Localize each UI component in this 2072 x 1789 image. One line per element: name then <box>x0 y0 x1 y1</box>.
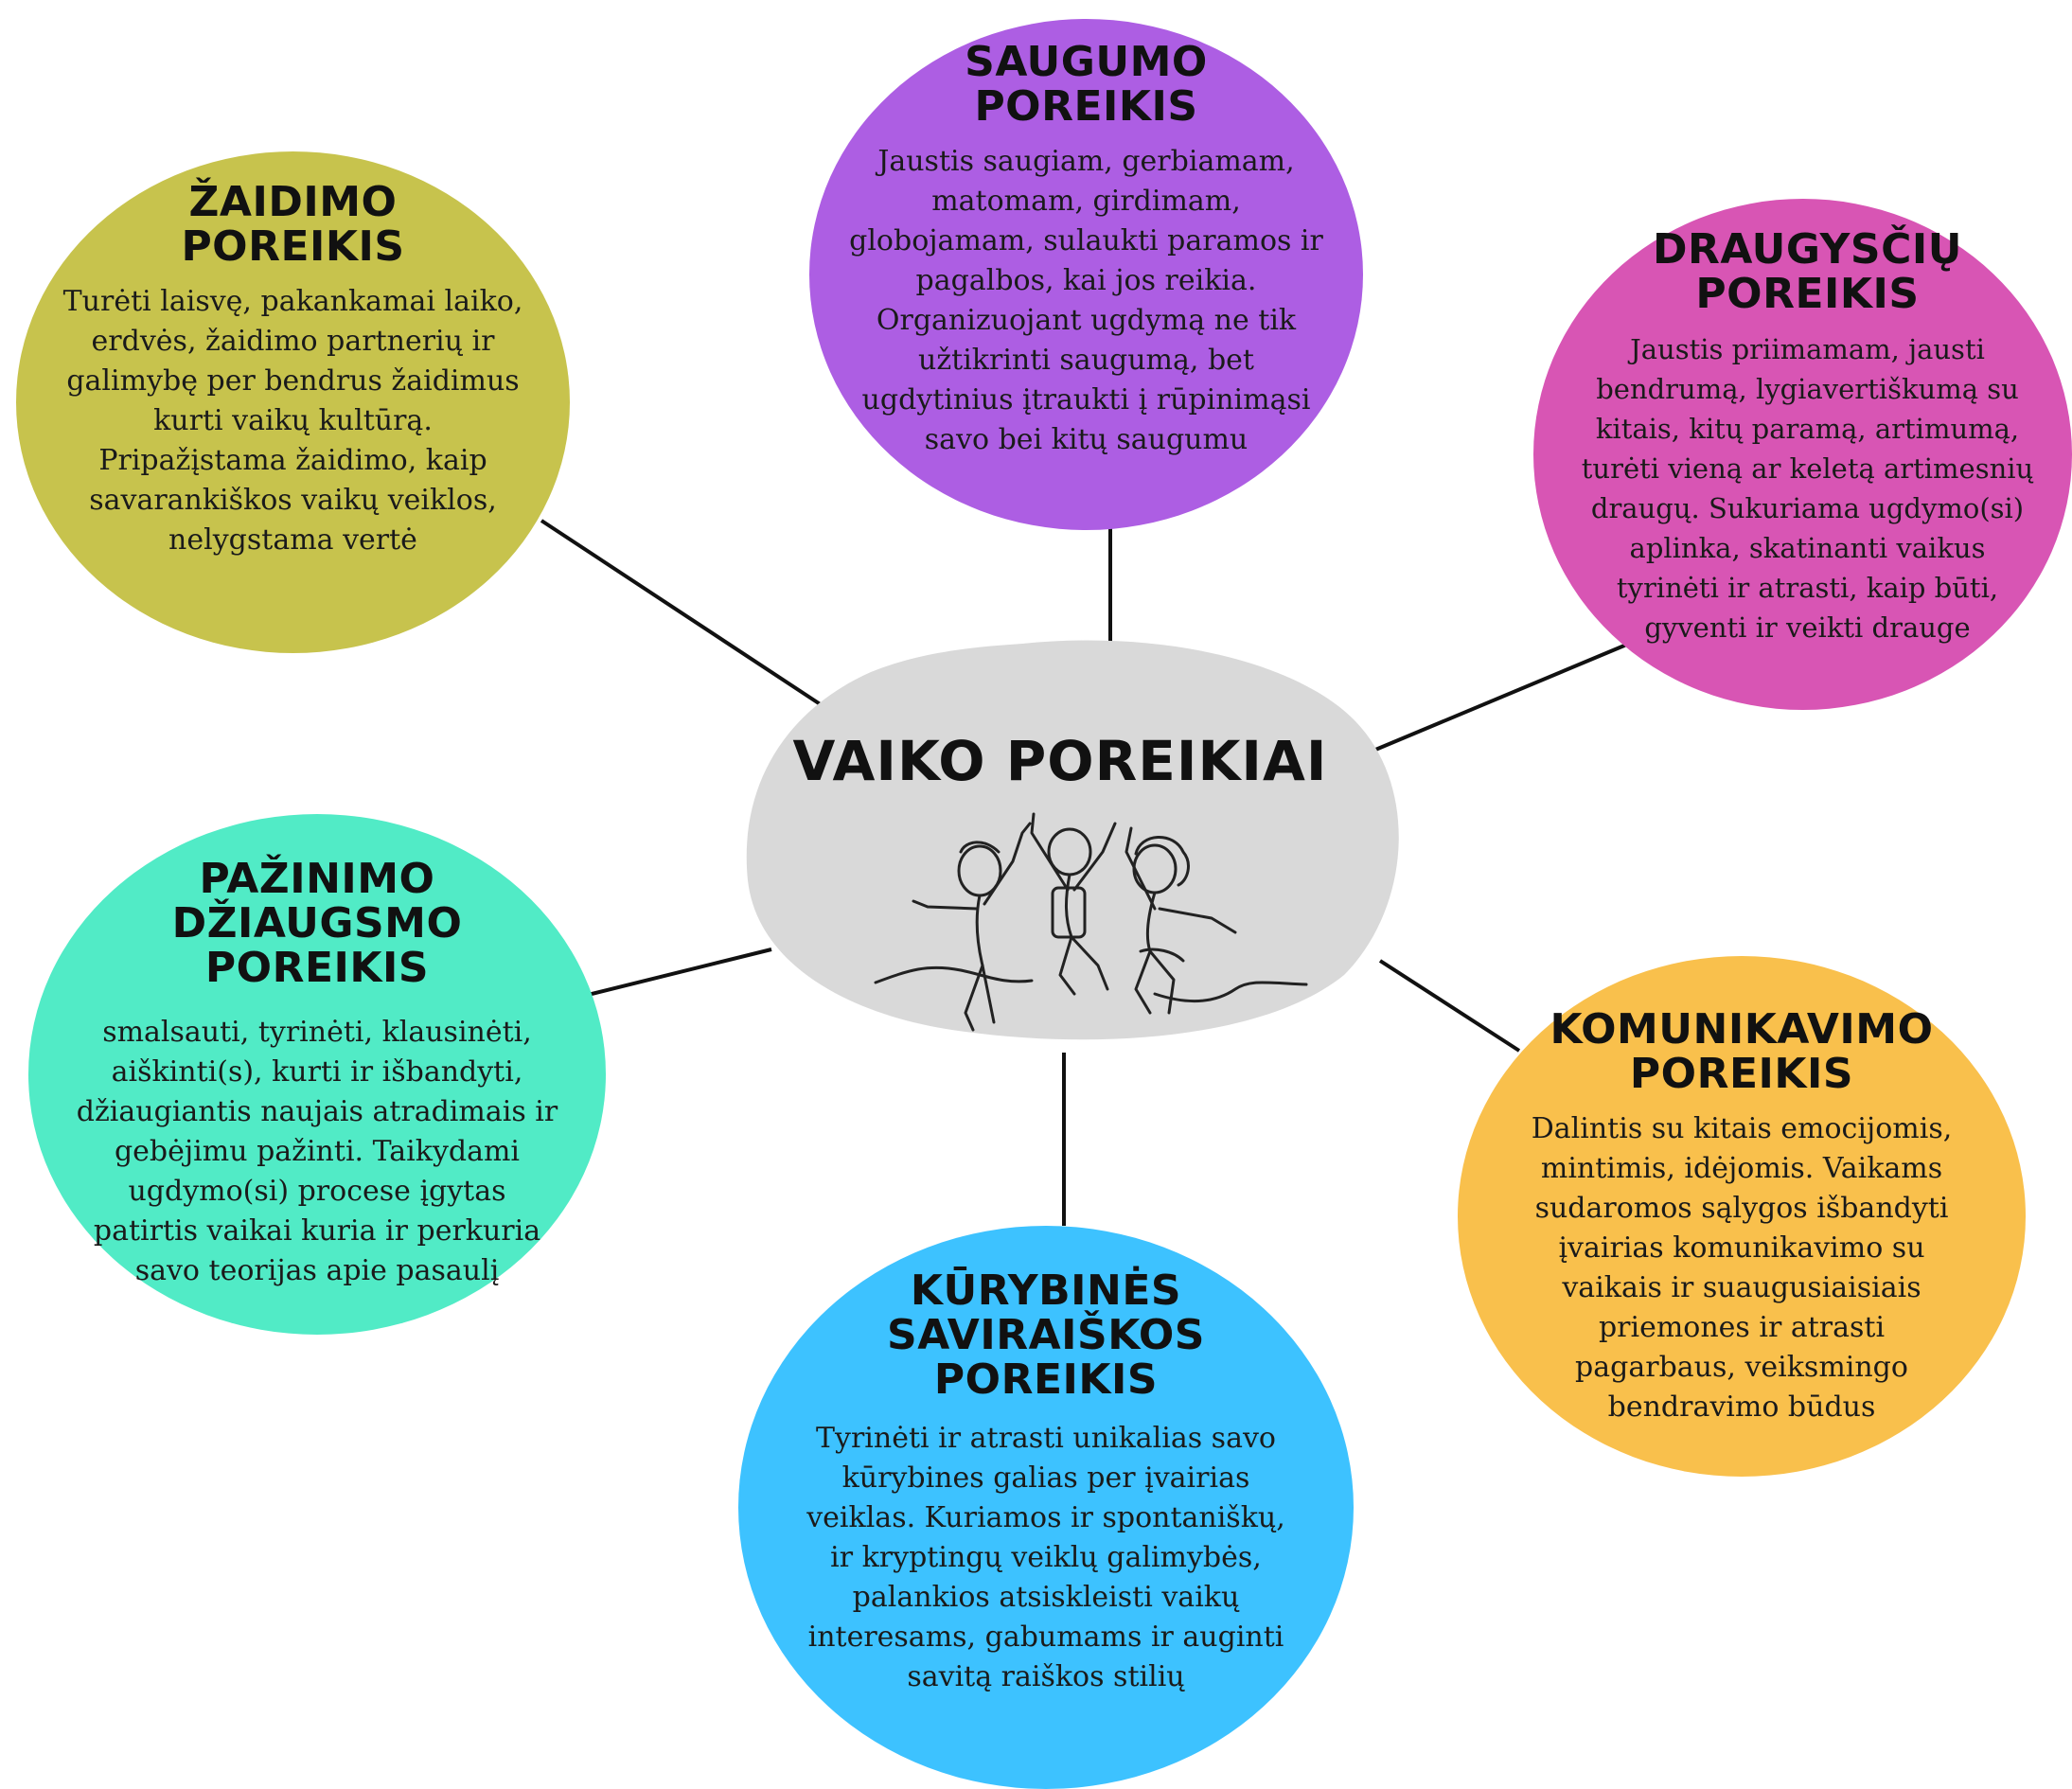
node-zaidimo: ŽAIDIMO POREIKIS Turėti laisvę, pakankam… <box>16 151 570 653</box>
text-line: kitais, kitų paramą, artimumą, <box>1595 413 2020 445</box>
node-saugumo-text: Jaustis saugiam, gerbiamam, matomam, gir… <box>849 142 1323 460</box>
text-line: galimybę per bendrus žaidimus <box>66 364 520 398</box>
title-line: KOMUNIKAVIMO <box>1550 1005 1934 1054</box>
text-line: ugdymo(si) procese įgytas <box>128 1175 506 1208</box>
text-line: Tyrinėti ir atrasti unikalias savo <box>816 1422 1276 1455</box>
text-line: kurti vaikų kultūrą. <box>153 404 433 437</box>
text-line: Turėti laisvę, pakankamai laiko, <box>62 285 523 318</box>
title-line: POREIKIS <box>1629 1050 1854 1098</box>
text-line: kūrybines galias per įvairias <box>841 1461 1250 1495</box>
title-line: KŪRYBINĖS <box>910 1266 1182 1315</box>
text-line: savarankiškos vaikų veiklos, <box>89 484 497 517</box>
text-line: savo teorijas apie pasaulį <box>134 1254 500 1287</box>
connector-pazinimo <box>583 948 772 998</box>
title-line: POREIKIS <box>181 222 405 271</box>
node-kurybines: KŪRYBINĖS SAVIRAIŠKOS POREIKIS Tyrinėti … <box>738 1226 1354 1789</box>
node-zaidimo-text: Turėti laisvę, pakankamai laiko, erdvės,… <box>63 282 523 560</box>
node-kurybines-text: Tyrinėti ir atrasti unikalias savo kūryb… <box>806 1419 1285 1697</box>
children-jumping-illustration <box>874 812 1308 1032</box>
text-line: patirtis vaikai kuria ir perkuria <box>93 1214 541 1248</box>
text-line: palankios atsiskleisti vaikų <box>852 1581 1240 1614</box>
text-line: globojamam, sulaukti paramos ir <box>849 224 1323 257</box>
text-line: sudaromos sąlygos išbandyti <box>1534 1192 1949 1225</box>
title-line: PAŽINIMO <box>199 855 435 903</box>
text-line: ugdytinius įtraukti į rūpinimąsi <box>861 383 1311 416</box>
node-pazinimo: PAŽINIMO DŽIAUGSMO POREIKIS smalsauti, t… <box>28 814 606 1335</box>
text-line: vaikais ir suaugusiaisiais <box>1562 1271 1921 1304</box>
center-title: VAIKO POREIKIAI <box>792 729 1328 793</box>
text-line: draugų. Sukuriama ugdymo(si) <box>1590 492 2025 524</box>
text-line: Dalintis su kitais emocijomis, <box>1531 1112 1953 1145</box>
text-line: aplinka, skatinanti vaikus <box>1629 532 1986 564</box>
text-line: Jaustis priimamam, jausti <box>1630 333 1985 365</box>
title-line: POREIKIS <box>1695 270 1920 318</box>
text-line: bendravimo būdus <box>1607 1390 1876 1424</box>
text-line: aiškinti(s), kurti ir išbandyti, <box>111 1055 523 1089</box>
connector-draugysciu <box>1368 639 1637 754</box>
node-kurybines-title: KŪRYBINĖS SAVIRAIŠKOS POREIKIS <box>887 1268 1205 1402</box>
node-draugysciu: DRAUGYSČIŲ POREIKIS Jaustis priimamam, j… <box>1533 199 2072 710</box>
text-line: turėti vieną ar keletą artimesnių <box>1581 452 2034 485</box>
text-line: matomam, girdimam, <box>931 185 1241 218</box>
center-blob-shape <box>746 640 1399 1040</box>
text-line: gebėjimu pažinti. Taikydami <box>114 1135 521 1168</box>
text-line: bendrumą, lygiavertiškumą su <box>1596 373 2019 405</box>
text-line: džiaugiantis naujais atradimais ir <box>76 1095 558 1128</box>
node-draugysciu-text: Jaustis priimamam, jausti bendrumą, lygi… <box>1582 329 2033 647</box>
node-komunikavimo-title: KOMUNIKAVIMO POREIKIS <box>1550 1007 1933 1096</box>
text-line: veiklas. Kuriamos ir spontaniškų, <box>806 1501 1285 1534</box>
title-line: DRAUGYSČIŲ <box>1653 225 1962 274</box>
title-line: POREIKIS <box>204 944 430 992</box>
node-pazinimo-text: smalsauti, tyrinėti, klausinėti, aiškint… <box>77 1013 558 1291</box>
text-line: gyventi ir veikti drauge <box>1644 611 1971 644</box>
title-line: SAVIRAIŠKOS <box>887 1311 1205 1359</box>
node-saugumo: SAUGUMO POREIKIS Jaustis saugiam, gerbia… <box>809 19 1363 530</box>
text-line: pagalbos, kai jos reikia. <box>915 264 1257 297</box>
node-saugumo-title: SAUGUMO POREIKIS <box>965 40 1208 129</box>
text-line: įvairias komunikavimo su <box>1558 1231 1925 1265</box>
connector-komunikavimo <box>1378 959 1521 1053</box>
text-line: pagarbaus, veiksmingo <box>1575 1351 1908 1384</box>
connector-zaidimo <box>540 519 823 707</box>
text-line: smalsauti, tyrinėti, klausinėti, <box>102 1016 532 1049</box>
title-line: SAUGUMO <box>965 38 1208 86</box>
title-line: POREIKIS <box>974 82 1198 131</box>
text-line: mintimis, idėjomis. Vaikams <box>1540 1152 1943 1185</box>
text-line: Organizuojant ugdymą ne tik <box>876 304 1297 337</box>
node-komunikavimo: KOMUNIKAVIMO POREIKIS Dalintis su kitais… <box>1458 956 2026 1477</box>
text-line: erdvės, žaidimo partnerių ir <box>91 325 495 358</box>
title-line: ŽAIDIMO <box>188 178 398 226</box>
text-line: Pripažįstama žaidimo, kaip <box>98 444 487 477</box>
text-line: nelygstama vertė <box>168 523 417 557</box>
text-line: užtikrinti saugumą, bet <box>918 344 1254 377</box>
text-line: Jaustis saugiam, gerbiamam, <box>877 145 1295 178</box>
text-line: interesams, gabumams ir auginti <box>807 1621 1284 1654</box>
text-line: priemones ir atrasti <box>1598 1311 1886 1344</box>
text-line: savitą raiškos stilių <box>907 1660 1185 1693</box>
node-komunikavimo-text: Dalintis su kitais emocijomis, mintimis,… <box>1532 1109 1953 1427</box>
node-zaidimo-title: ŽAIDIMO POREIKIS <box>181 180 404 269</box>
text-line: tyrinėti ir atrasti, kaip būti, <box>1616 572 1999 604</box>
node-pazinimo-title: PAŽINIMO DŽIAUGSMO POREIKIS <box>172 857 463 990</box>
title-line: DŽIAUGSMO <box>171 899 463 948</box>
text-line: savo bei kitų saugumu <box>924 423 1249 456</box>
node-draugysciu-title: DRAUGYSČIŲ POREIKIS <box>1653 227 1962 316</box>
title-line: POREIKIS <box>933 1355 1159 1404</box>
text-line: ir kryptingų veiklų galimybės, <box>830 1541 1262 1574</box>
